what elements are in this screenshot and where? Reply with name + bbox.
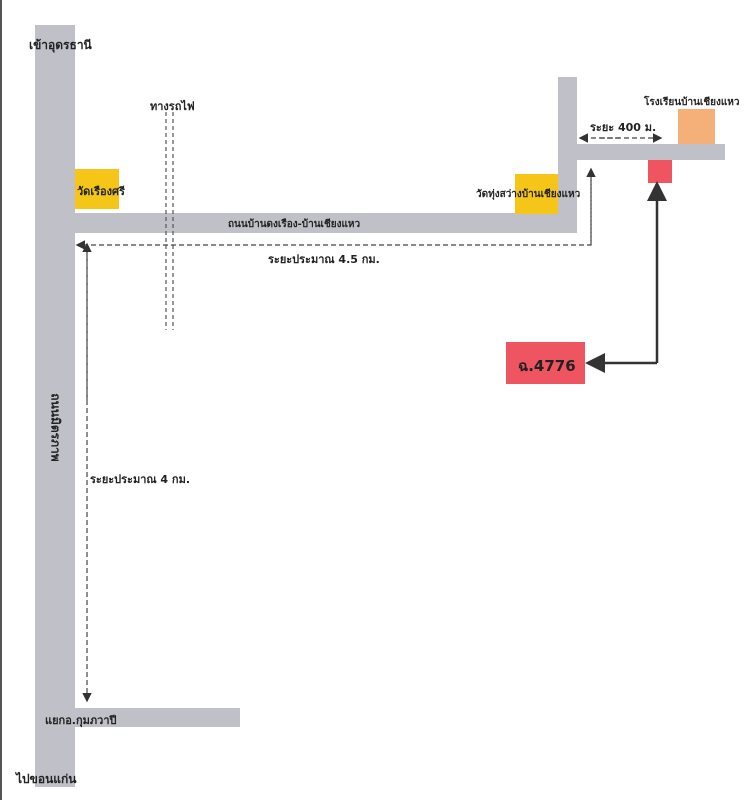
south-direction-label: ไปขอนแก่น: [16, 772, 77, 786]
main-distance-label: ระยะประมาณ 4 กม.: [90, 473, 191, 486]
branch-road: [75, 213, 577, 233]
railway-label: ทางรถไฟ: [150, 100, 195, 113]
temple-1-marker: [75, 169, 119, 209]
temple-1-label: วัดเรืองศรี: [77, 185, 125, 198]
school-marker: [678, 109, 715, 144]
branch-road-label: ถนนบ้านดงเรือง-บ้านเชียงแหว: [228, 219, 361, 230]
temple-2-marker: [515, 174, 558, 214]
main-road: [35, 25, 75, 787]
branch-distance-label: ระยะประมาณ 4.5 กม.: [268, 253, 380, 266]
spur-road-horizontal: [577, 144, 725, 160]
branch-distance-arrow: [75, 172, 592, 250]
spur-road-vertical: [558, 77, 577, 233]
main-road-label: ถนนมิตรภาพ: [48, 393, 63, 462]
plot-label: ฉ.4776: [518, 357, 576, 375]
plot-label-box: [506, 342, 585, 384]
target-marker: [648, 160, 672, 183]
junction-road: [75, 708, 240, 727]
spur-distance-label: ระยะ 400 ม.: [590, 121, 657, 134]
school-label: โรงเรียนบ้านเชียงแหว: [644, 97, 740, 108]
junction-label: แยกอ.กุมภวาปี: [45, 714, 117, 727]
north-direction-label: เข้าอุดรธานี: [29, 38, 92, 52]
temple-2-label: วัดทุ่งสว่างบ้านเชียงแหว: [476, 189, 581, 200]
